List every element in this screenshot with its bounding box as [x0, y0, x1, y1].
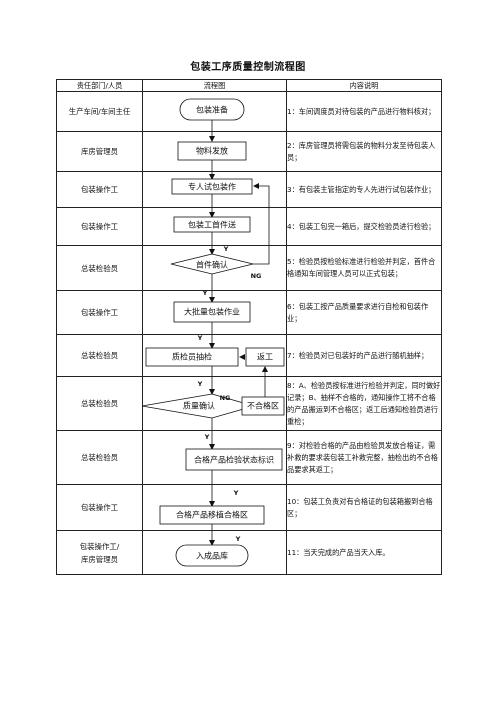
- process-table: 责任部门/人员 流程图 内容说明 生产车间/车间主任 1：车间调度员对待包装的产…: [56, 79, 442, 575]
- dept-cell: 包装操作工: [56, 290, 143, 335]
- desc-cell: 8：A、检验员按标准进行检验并判定，同时做好记录；B、抽样不合格的，通知操作工将…: [286, 376, 442, 431]
- dept-cell: 生产车间/车间主任: [56, 91, 143, 132]
- chart-cell: [142, 334, 287, 377]
- table-row: 生产车间/车间主任 1：车间调度员对待包装的产品进行物料核对；: [56, 91, 442, 132]
- dept-cell: 总装检验员: [56, 245, 143, 291]
- dept-cell: 总装检验员: [56, 376, 143, 431]
- table-row: 包装操作工 4：包装工包完一箱后，提交检验员进行检验；: [56, 207, 442, 246]
- dept-cell: 包装操作工: [56, 171, 143, 208]
- desc-cell: 7：检验员对已包装好的产品进行随机抽样；: [286, 334, 442, 377]
- chart-cell: [142, 245, 287, 291]
- table-row: 总装检验员 8：A、检验员按标准进行检验并判定，同时做好记录；B、抽样不合格的，…: [56, 376, 442, 431]
- desc-cell: 3：有包装主管指定的专人先进行试包装作业；: [286, 171, 442, 208]
- desc-cell: 6：包装工按产品质量要求进行自检和包装作业；: [286, 290, 442, 335]
- desc-cell: 5：检验员按检验标准进行检验并判定，首件合格通知车间管理人员可以正式包装；: [286, 245, 442, 291]
- chart-cell: [142, 376, 287, 431]
- desc-cell: 9：对检验合格的产品由检验员发放合格证，需补救的要求装包装工补救完整，抽检出的不…: [286, 430, 442, 485]
- table-header-row: 责任部门/人员 流程图 内容说明: [56, 79, 442, 92]
- dept-cell: 包装操作工: [56, 207, 143, 246]
- table-row: 包装操作工 3：有包装主管指定的专人先进行试包装作业；: [56, 171, 442, 208]
- table-row: 包装操作工/ 库房管理员 11：当天完成的产品当天入库。: [56, 530, 442, 575]
- table-row: 包装操作工 6：包装工按产品质量要求进行自检和包装作业；: [56, 290, 442, 335]
- chart-cell: [142, 207, 287, 246]
- chart-cell: [142, 91, 287, 132]
- desc-cell: 2：库房管理员将需包装的物料分发至待包装人员；: [286, 131, 442, 172]
- table-row: 包装操作工 10：包装工负责对有合格证的包装箱搬到合格区；: [56, 484, 442, 531]
- table-row: 库房管理员 2：库房管理员将需包装的物料分发至待包装人员；: [56, 131, 442, 172]
- desc-cell: 10：包装工负责对有合格证的包装箱搬到合格区；: [286, 484, 442, 531]
- table-row: 总装检验员 9：对检验合格的产品由检验员发放合格证，需补救的要求装包装工补救完整…: [56, 430, 442, 485]
- chart-cell: [142, 131, 287, 172]
- header-dept: 责任部门/人员: [56, 79, 143, 92]
- table-row: 总装检验员 5：检验员按检验标准进行检验并判定，首件合格通知车间管理人员可以正式…: [56, 245, 442, 291]
- desc-cell: 1：车间调度员对待包装的产品进行物料核对；: [286, 91, 442, 132]
- chart-cell: [142, 484, 287, 531]
- dept-cell: 总装检验员: [56, 334, 143, 377]
- header-chart: 流程图: [142, 79, 287, 92]
- desc-cell: 11：当天完成的产品当天入库。: [286, 530, 442, 575]
- desc-cell: 4：包装工包完一箱后，提交检验员进行检验；: [286, 207, 442, 246]
- chart-cell: [142, 430, 287, 485]
- dept-cell: 总装检验员: [56, 430, 143, 485]
- dept-cell: 包装操作工: [56, 484, 143, 531]
- chart-cell: [142, 530, 287, 575]
- chart-cell: [142, 171, 287, 208]
- dept-cell: 库房管理员: [56, 131, 143, 172]
- table-row: 总装检验员 7：检验员对已包装好的产品进行随机抽样；: [56, 334, 442, 377]
- chart-cell: [142, 290, 287, 335]
- header-desc: 内容说明: [286, 79, 442, 92]
- page-title: 包装工序质量控制流程图: [190, 62, 306, 73]
- dept-cell: 包装操作工/ 库房管理员: [56, 530, 143, 575]
